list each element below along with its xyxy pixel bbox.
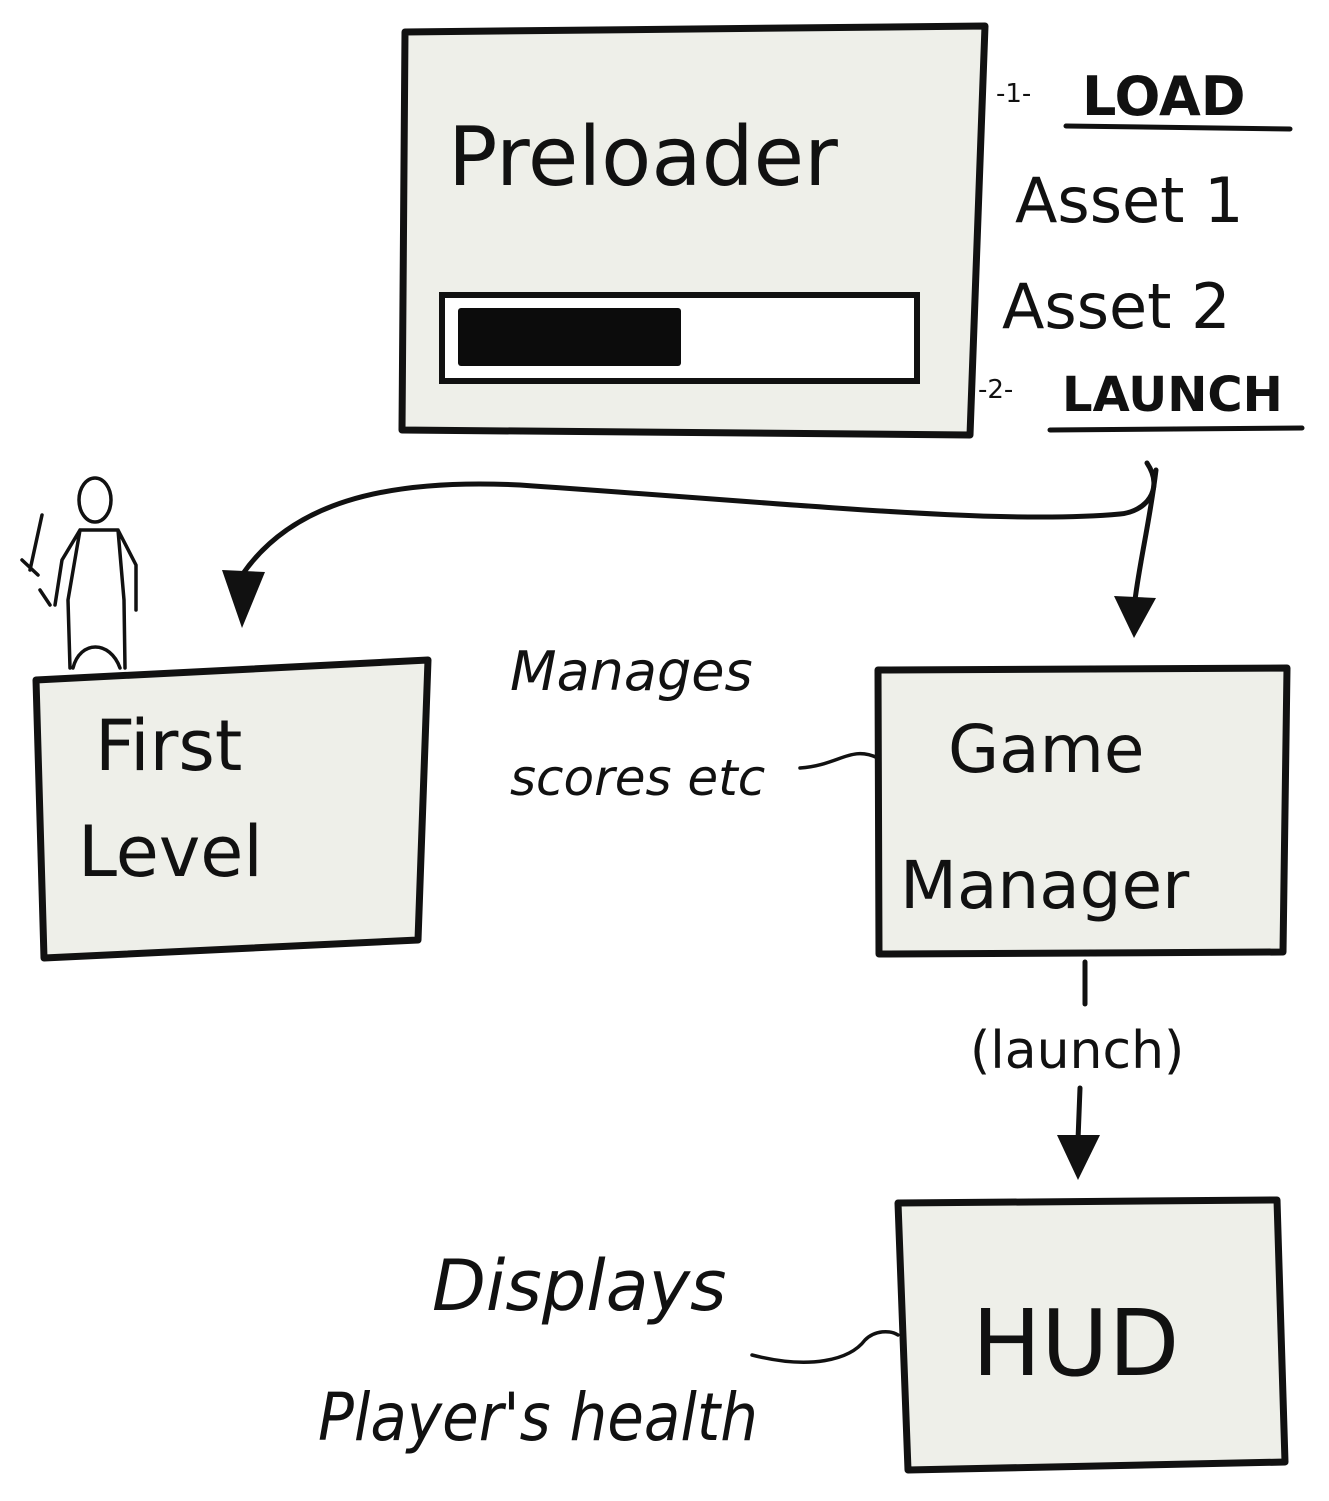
arrow-to-first-level bbox=[239, 460, 1157, 578]
load-steps: -1- LOAD Asset 1 Asset 2 -2- LAUNCH bbox=[978, 65, 1305, 433]
step-1-marker: -1- bbox=[996, 79, 1031, 109]
step-2-label: LAUNCH bbox=[1062, 367, 1283, 423]
step-1-label: LOAD bbox=[1082, 65, 1246, 128]
game-manager-line-2: Manager bbox=[900, 847, 1190, 924]
game-manager-note-line-1: Manages bbox=[510, 640, 753, 703]
player-head bbox=[77, 476, 113, 524]
hud-note-line-2: Player's health bbox=[318, 1379, 758, 1456]
hud-node: HUD bbox=[894, 1196, 1289, 1474]
hud-note-line-1: Displays bbox=[432, 1245, 727, 1327]
step-1-underline bbox=[1063, 123, 1293, 132]
player-figure bbox=[20, 476, 138, 670]
preloader-node: Preloader bbox=[398, 22, 989, 439]
asset-2-label: Asset 2 bbox=[1002, 270, 1231, 343]
first-level-node: First Level bbox=[32, 656, 432, 962]
hud-launch-line-bottom bbox=[1075, 1085, 1083, 1143]
arrowhead-game-manager bbox=[1114, 596, 1156, 638]
game-manager-node: Game Manager bbox=[874, 664, 1291, 958]
game-manager-note-line-2: scores etc bbox=[510, 749, 765, 807]
first-level-line-1: First bbox=[95, 705, 242, 787]
game-manager-line-1: Game bbox=[948, 711, 1145, 788]
preloader-title: Preloader bbox=[448, 110, 838, 205]
hud-launch-label: (launch) bbox=[970, 1021, 1184, 1081]
step-2-underline bbox=[1047, 425, 1305, 433]
arrowhead-first-level bbox=[222, 570, 265, 628]
arrowhead-hud bbox=[1057, 1135, 1100, 1180]
hud-title: HUD bbox=[972, 1290, 1179, 1397]
hud-launch-connector: (launch) bbox=[970, 959, 1184, 1180]
hud-note: Displays Player's health bbox=[318, 1245, 900, 1456]
arrow-to-game-manager bbox=[1132, 467, 1159, 603]
player-body bbox=[53, 528, 138, 670]
step-2-marker: -2- bbox=[978, 375, 1013, 405]
game-manager-note: Manages scores etc bbox=[510, 640, 880, 807]
progress-fill bbox=[458, 308, 681, 366]
progress-bar bbox=[439, 292, 920, 384]
game-manager-note-connector bbox=[798, 752, 880, 770]
player-sword bbox=[20, 513, 52, 607]
first-level-line-2: Level bbox=[78, 811, 263, 893]
asset-1-label: Asset 1 bbox=[1015, 164, 1244, 237]
hud-note-connector bbox=[750, 1329, 900, 1364]
launch-arrows bbox=[222, 460, 1159, 638]
